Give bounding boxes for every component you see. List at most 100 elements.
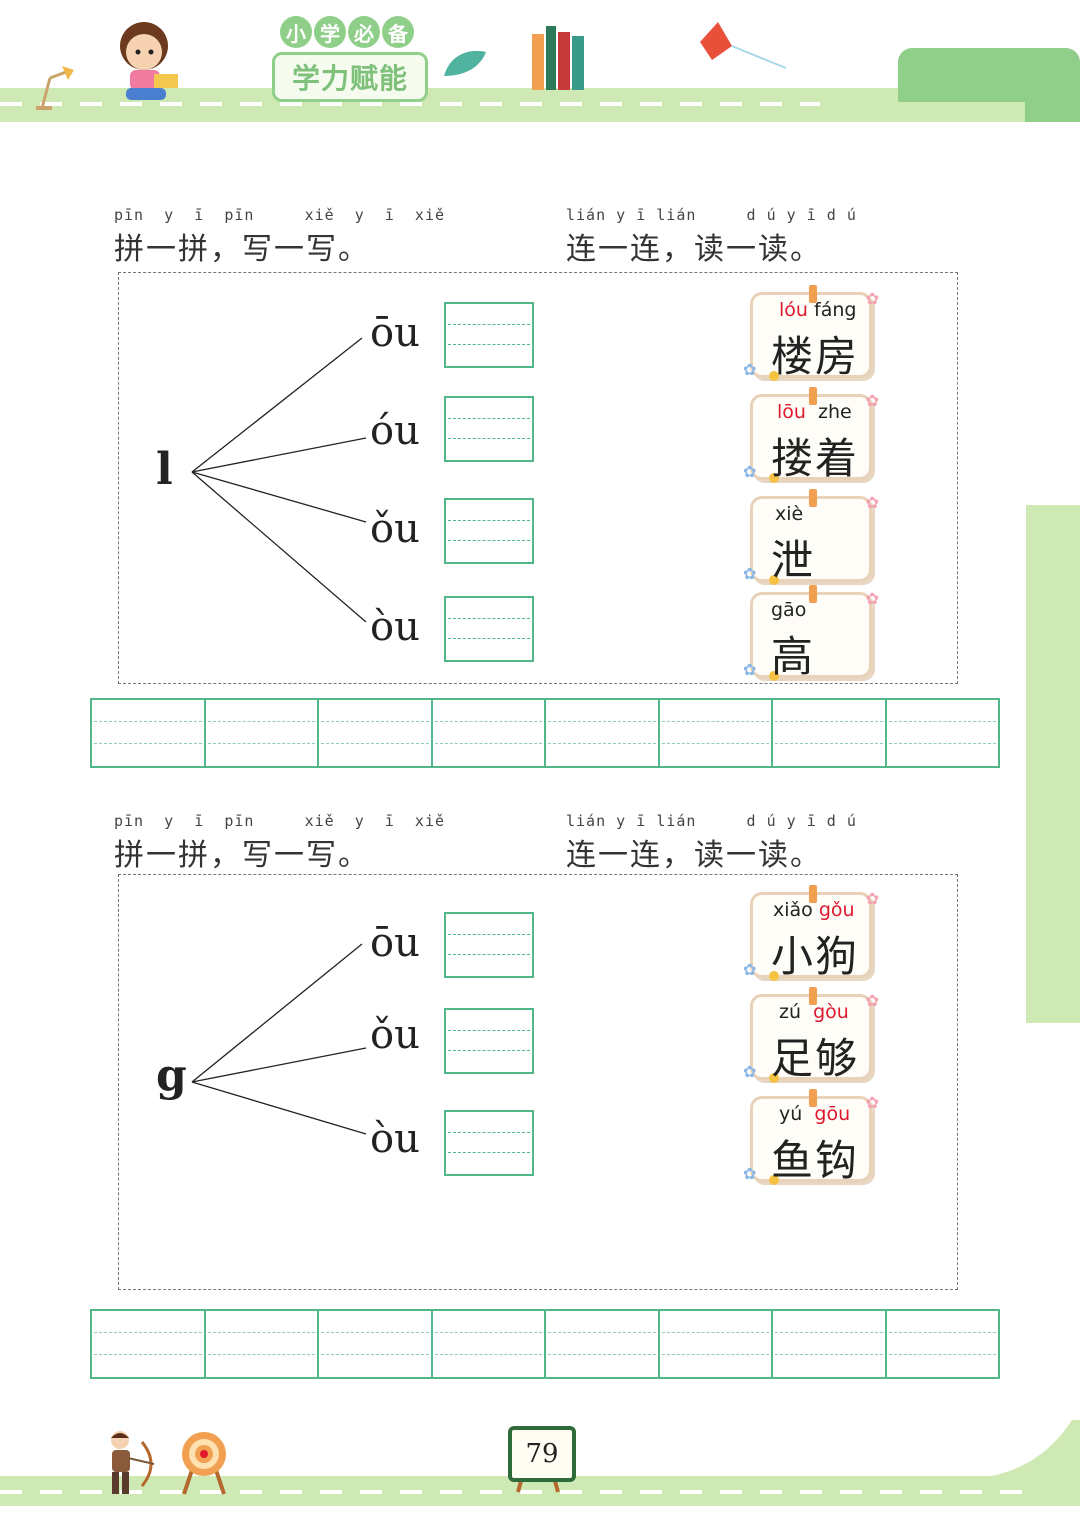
word-hanzi: 鱼钩 [771, 1136, 860, 1185]
word-card[interactable]: ✿ ✿ lóu fáng 楼房 [743, 285, 879, 381]
exercise-box [118, 272, 958, 684]
word-pinyin: gāo [771, 599, 887, 621]
word-hanzi: 足够 [771, 1034, 860, 1083]
desk-lamp-icon [36, 66, 74, 110]
writing-cell[interactable] [319, 700, 433, 766]
leaf-icon [444, 50, 486, 76]
final-syllable: ǒu [370, 1012, 420, 1058]
word-hanzi: 搂着 [771, 434, 860, 483]
word-card[interactable]: ✿ ✿ yú gōu 鱼钩 [743, 1089, 879, 1185]
badge-char: 必 [348, 16, 380, 48]
word-card[interactable]: ✿ ✿ xiǎo gǒu 小狗 [743, 885, 879, 981]
books-icon [532, 26, 584, 90]
left-heading: 拼一拼，写一写。 [114, 232, 370, 267]
star-icon: ✿ [865, 493, 879, 512]
badge-char: 学 [314, 16, 346, 48]
star-icon: ✿ [743, 960, 757, 979]
writing-cell[interactable] [546, 700, 660, 766]
writing-box[interactable] [444, 912, 534, 978]
word-pinyin: lōu zhe [777, 401, 893, 423]
word-pinyin: zú gòu [779, 1001, 895, 1023]
star-icon: ✿ [865, 889, 879, 908]
final-syllable: óu [370, 408, 420, 454]
writing-cell[interactable] [433, 700, 546, 766]
star-icon: ✿ [865, 289, 879, 308]
writing-cell[interactable] [206, 700, 319, 766]
initial-consonant: g [156, 1050, 187, 1101]
word-pinyin: xiè [775, 503, 891, 525]
writing-cell[interactable] [206, 1311, 319, 1377]
initial-consonant: l [156, 444, 173, 495]
writing-box[interactable] [444, 596, 534, 662]
writing-cell[interactable] [319, 1311, 433, 1377]
pinyin-part: gǒu [818, 899, 855, 921]
star-icon: ✿ [865, 589, 879, 608]
pinyin-part: fáng [814, 299, 857, 321]
word-card[interactable]: ✿ ✿ zú gòu 足够 [743, 987, 879, 1083]
pinyin-part: gōu [814, 1103, 851, 1125]
pinyin-part: xiè [775, 503, 804, 525]
word-card[interactable]: ✿ ✿ xiè 泄 [743, 489, 879, 585]
word-card[interactable]: ✿ ✿ gāo 高 [743, 585, 879, 681]
pinyin-part: xiǎo [773, 899, 813, 921]
writing-cell[interactable] [660, 700, 773, 766]
writing-cell[interactable] [92, 700, 206, 766]
header-green-tab-edge [1025, 72, 1080, 122]
writing-cell[interactable] [773, 700, 887, 766]
right-heading-pinyin: lián y ī lián d ú y ī d ú [566, 812, 857, 830]
writing-strip[interactable] [90, 698, 1000, 768]
dot-icon [769, 371, 779, 381]
writing-box[interactable] [444, 396, 534, 462]
pin-icon [809, 585, 817, 603]
pinyin-part: gāo [771, 599, 807, 621]
right-heading: 连一连，读一读。 [566, 232, 822, 267]
pin-icon [809, 489, 817, 507]
badge-char: 小 [280, 16, 312, 48]
pinyin-part: yú [779, 1103, 803, 1125]
pinyin-part: lōu [777, 401, 806, 423]
word-hanzi: 楼房 [771, 332, 860, 381]
star-icon: ✿ [743, 462, 757, 481]
star-icon: ✿ [865, 1093, 879, 1112]
final-syllable: òu [370, 1116, 420, 1162]
pinyin-part: zhe [818, 401, 852, 423]
star-icon: ✿ [865, 391, 879, 410]
right-heading: 连一连，读一读。 [566, 838, 822, 873]
final-syllable: ōu [370, 920, 420, 966]
writing-cell[interactable] [773, 1311, 887, 1377]
pinyin-part: lóu [779, 299, 808, 321]
word-hanzi: 高 [771, 632, 816, 681]
pin-icon [809, 885, 817, 903]
page-number: 79 [508, 1426, 576, 1482]
writing-cell[interactable] [433, 1311, 546, 1377]
archer-illustration [111, 1431, 155, 1494]
writing-cell[interactable] [92, 1311, 206, 1377]
pinyin-part: gòu [813, 1001, 849, 1023]
star-icon: ✿ [743, 1164, 757, 1183]
writing-box[interactable] [444, 498, 534, 564]
writing-cell[interactable] [660, 1311, 773, 1377]
writing-cell[interactable] [887, 1311, 999, 1377]
exercise-box [118, 874, 958, 1290]
word-card[interactable]: ✿ ✿ lōu zhe 搂着 [743, 387, 879, 483]
dot-icon [769, 575, 779, 585]
left-heading: 拼一拼，写一写。 [114, 838, 370, 873]
writing-cell[interactable] [546, 1311, 660, 1377]
writing-strip[interactable] [90, 1309, 1000, 1379]
left-heading-pinyin: pīn y ī pīn xiě y ī xiě [114, 206, 446, 224]
word-pinyin: yú gōu [779, 1103, 895, 1125]
dot-icon [769, 1175, 779, 1185]
kite-icon [700, 22, 787, 69]
final-syllable: òu [370, 604, 420, 650]
star-icon: ✿ [743, 1062, 757, 1081]
writing-box[interactable] [444, 1008, 534, 1074]
star-icon: ✿ [743, 660, 757, 679]
dot-icon [769, 671, 779, 681]
writing-cell[interactable] [887, 700, 999, 766]
header-road-dashes [0, 102, 820, 106]
star-icon: ✿ [865, 991, 879, 1010]
pin-icon [809, 1089, 817, 1107]
writing-box[interactable] [444, 1110, 534, 1176]
target-icon [182, 1432, 226, 1495]
writing-box[interactable] [444, 302, 534, 368]
